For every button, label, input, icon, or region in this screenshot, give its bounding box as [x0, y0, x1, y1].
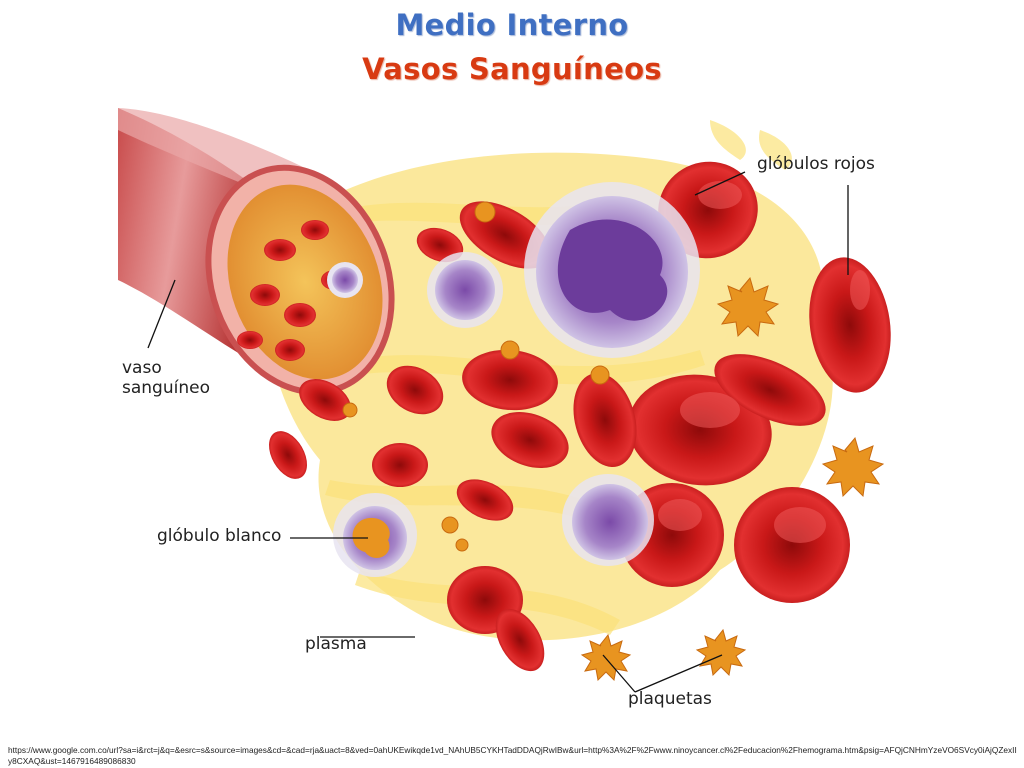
source-url: https://www.google.com.co/url?sa=i&rct=j… — [8, 745, 1017, 766]
blood-vessel-illustration — [118, 108, 891, 693]
label-vessel: vaso sanguíneo — [122, 358, 210, 398]
label-red-cells: glóbulos rojos — [757, 154, 875, 174]
page-subtitle: Vasos Sanguíneos — [362, 52, 662, 86]
label-platelets: plaquetas — [628, 689, 712, 709]
white-blood-cells — [327, 182, 700, 577]
label-white-cell: glóbulo blanco — [157, 526, 282, 546]
label-plasma: plasma — [305, 634, 367, 654]
page-title: Medio Interno — [395, 8, 629, 42]
label-leader-lines — [147, 171, 849, 693]
